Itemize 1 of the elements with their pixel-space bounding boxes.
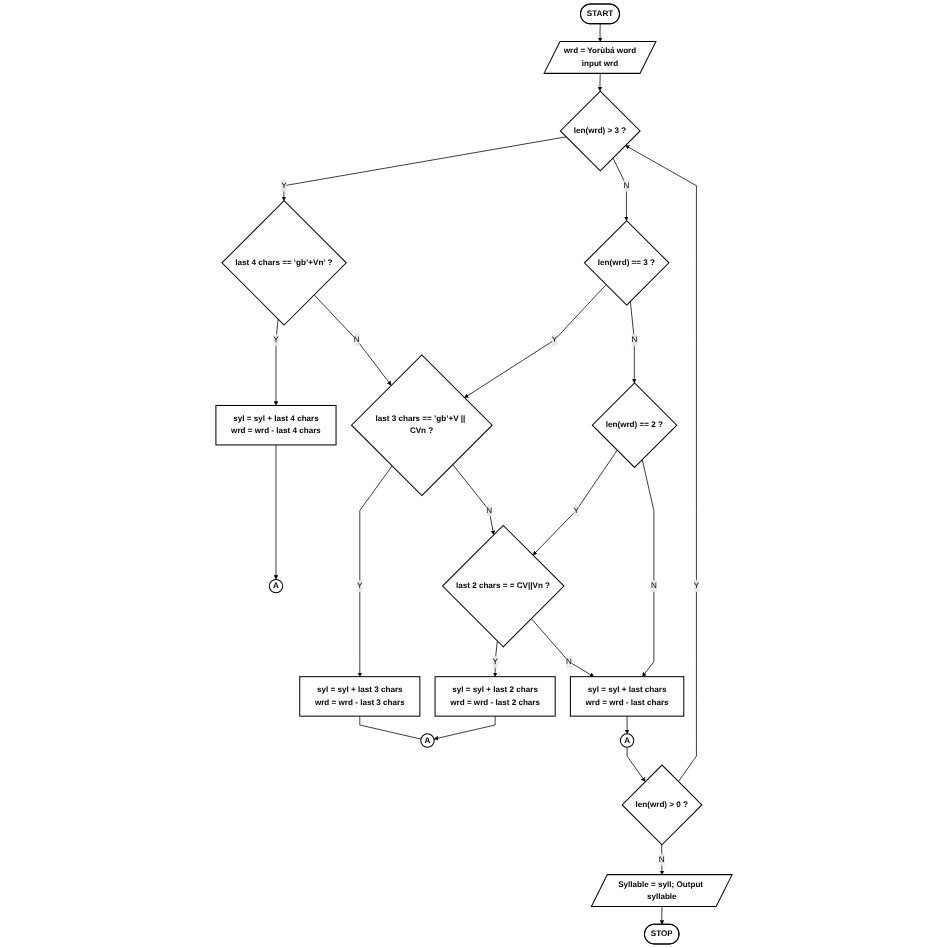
connector bbox=[359, 715, 422, 740]
